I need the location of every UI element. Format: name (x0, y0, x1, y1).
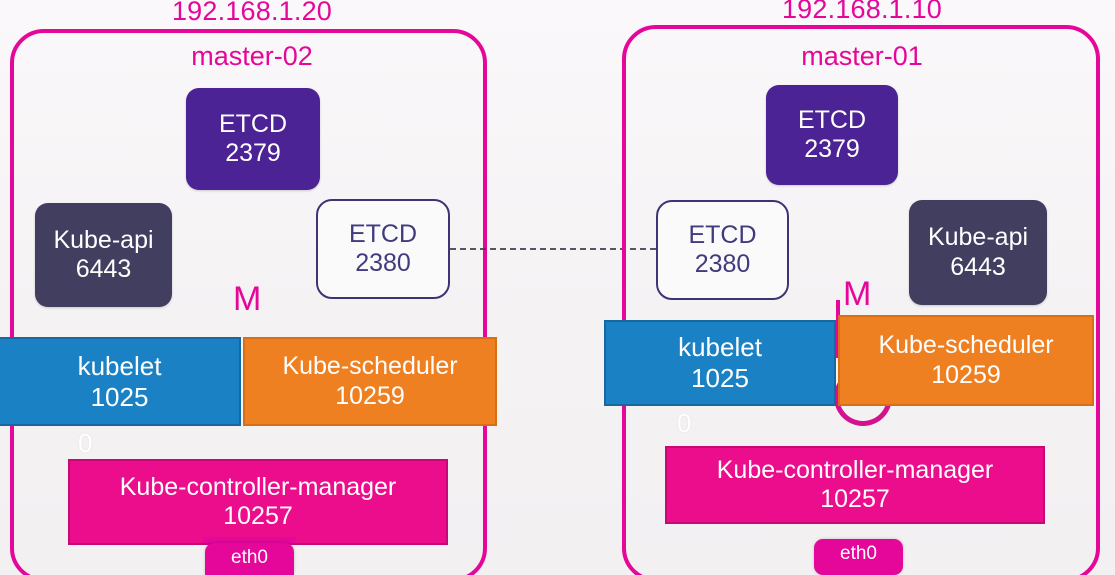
component-kube-api-master-02[interactable]: Kube-api 6443 (35, 203, 172, 307)
node-ip-label-master-01: 192.168.1.10 (781, 0, 943, 24)
component-port: 1025 (90, 381, 149, 412)
component-kubelet-port-overflow-master-01: 0 (677, 408, 692, 438)
component-label: Kube-api (53, 225, 154, 254)
component-port: 2379 (804, 135, 860, 163)
node-frame-master-01 (622, 25, 1100, 575)
component-label: kubelet (77, 350, 162, 381)
component-label: Kube-api (927, 223, 1029, 251)
component-port: 6443 (75, 255, 132, 283)
component-etcd-peer-master-01[interactable]: ETCD 2380 (656, 200, 789, 300)
node-name-master-02: master-02 (191, 41, 313, 71)
eth0-downlink-master-01 (856, 568, 860, 575)
node-name-master-01: master-01 (801, 41, 923, 71)
component-label: Kube-controller-manager (119, 472, 397, 501)
component-etcd-client-master-01[interactable]: ETCD 2379 (766, 85, 898, 185)
component-kubelet-port-overflow-master-02: 0 (78, 428, 93, 458)
component-port: 6443 (950, 252, 1006, 281)
component-label: Kube-scheduler (878, 331, 1054, 359)
component-port: 1025 (691, 363, 749, 393)
component-port: 10257 (820, 485, 890, 513)
component-label: kubelet (678, 332, 762, 363)
component-label: ETCD (688, 220, 757, 249)
component-etcd-peer-master-02[interactable]: ETCD 2380 (316, 199, 450, 299)
component-port: 10259 (931, 360, 1001, 389)
component-label: Kube-scheduler (282, 352, 458, 380)
component-kube-controller-manager-master-02[interactable]: Kube-controller-manager 10257 (68, 459, 448, 545)
component-kube-scheduler-master-01[interactable]: Kube-scheduler 10259 (838, 315, 1094, 406)
component-etcd-client-master-02[interactable]: ETCD 2379 (186, 88, 320, 190)
component-port: 2380 (355, 249, 411, 277)
component-label: ETCD (348, 219, 418, 248)
eth0-nic-master-02[interactable]: eth0 (205, 543, 294, 575)
node-ip-label-master-02: 192.168.1.20 (171, 0, 333, 26)
marker-m-master-02: M (233, 280, 262, 318)
eth0-connector-bar-master-02 (203, 537, 296, 543)
component-port: 10259 (335, 381, 405, 410)
component-label: Kube-controller-manager (716, 455, 994, 484)
node-frame-master-02 (10, 29, 487, 575)
component-kubelet-master-02[interactable]: kubelet 1025 (0, 337, 241, 426)
component-label: ETCD (797, 105, 867, 134)
component-label: ETCD (218, 109, 288, 138)
component-kube-scheduler-master-02[interactable]: Kube-scheduler 10259 (243, 337, 497, 426)
component-kube-api-master-01[interactable]: Kube-api 6443 (909, 200, 1047, 305)
component-port: 2380 (694, 250, 751, 278)
marker-m-master-01: M (843, 275, 872, 313)
component-kube-controller-manager-master-01[interactable]: Kube-controller-manager 10257 (665, 446, 1045, 524)
component-port: 2379 (225, 139, 281, 167)
component-port: 10257 (223, 502, 293, 530)
etcd-peer-connection-line (450, 248, 656, 250)
component-kubelet-master-01[interactable]: kubelet 1025 (604, 320, 836, 406)
